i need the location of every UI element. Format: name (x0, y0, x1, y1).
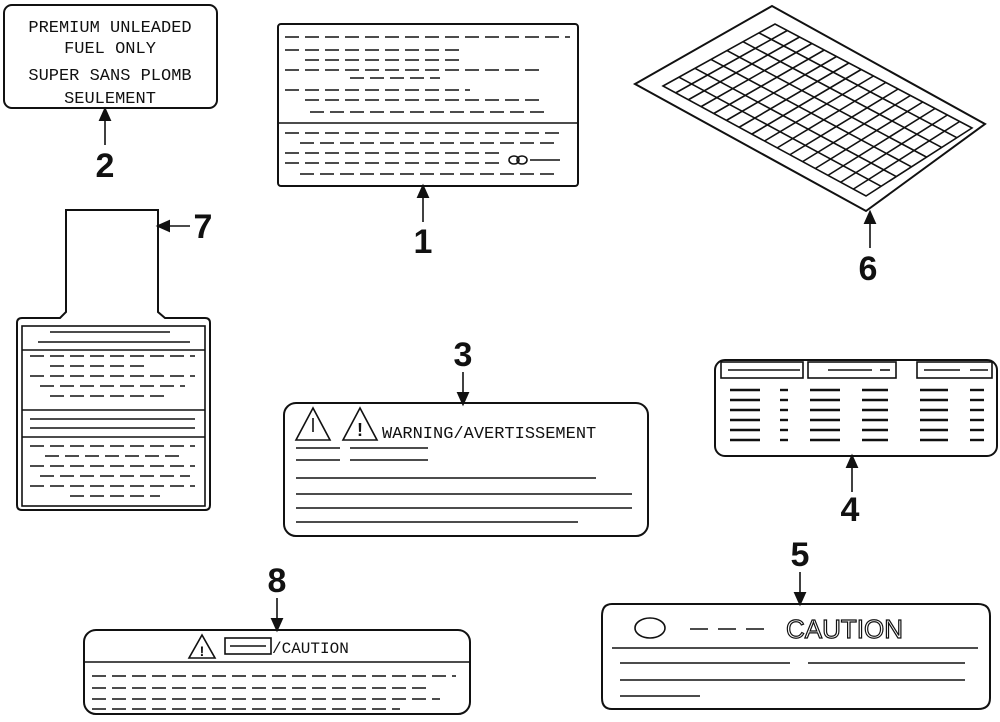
table-grid-line (710, 58, 912, 168)
fuel-label-line4: SEULEMENT (64, 90, 156, 109)
callout-1: 1 (414, 223, 433, 261)
warning-triangle-icon (341, 406, 379, 441)
fuel-label-line1: PREMIUM UNLEADED (28, 19, 191, 38)
callout-4: 4 (841, 491, 860, 529)
callout-3: 3 (454, 336, 473, 374)
table-grid-line (700, 42, 813, 108)
label-7-tall (16, 209, 211, 511)
callout-6: 6 (859, 250, 878, 288)
table-grid-line (726, 49, 927, 158)
table-grid-line (840, 114, 948, 183)
label-2-fuel: PREMIUM UNLEADED FUEL ONLY SUPER SANS PL… (3, 4, 218, 109)
table-grid-line (789, 88, 899, 156)
fuel-label-line3: SUPER SANS PLOMB (28, 67, 191, 86)
warning-triangle-icon (294, 406, 332, 441)
svg-text:!: ! (357, 420, 363, 440)
table-grid-line (852, 120, 961, 190)
table-grid-line (814, 101, 924, 170)
table-grid-line (687, 36, 801, 101)
table-grid-line (802, 94, 911, 163)
caution-small-title: /CAUTION (272, 640, 349, 658)
table-grid-line (776, 81, 887, 149)
table-grid-line (738, 62, 850, 128)
callout-2: 2 (96, 147, 115, 185)
label-4-table (714, 359, 998, 457)
callout-8: 8 (268, 562, 287, 600)
table-grid-line (758, 32, 958, 139)
table-grid-line (678, 76, 882, 187)
circle-icon (634, 617, 666, 639)
callout-5: 5 (791, 536, 810, 574)
table-grid-line (726, 55, 837, 122)
table-grid-line (764, 75, 874, 142)
fuel-label-line2: FUEL ONLY (64, 40, 156, 59)
callout-7: 7 (194, 208, 213, 246)
label-6-table (632, 4, 987, 213)
label-5-caution: CAUTION (601, 603, 991, 710)
label-8-caution: ! /CAUTION (83, 629, 471, 715)
table-grid-line (713, 49, 825, 115)
table-grid-line (742, 41, 943, 149)
table-grid-line (675, 29, 788, 94)
table-grid-line (827, 107, 936, 177)
caution-large-title: CAUTION (786, 614, 903, 644)
label-3-warning: ! WARNING/AVERTISSEMENT (283, 402, 649, 537)
warning-triangle-icon (187, 633, 217, 659)
label-1-info (277, 23, 579, 187)
table-grid-line (694, 67, 897, 178)
table-grid-line (751, 68, 862, 135)
svg-text:!: ! (200, 643, 205, 659)
warning-title: WARNING/AVERTISSEMENT (382, 425, 596, 444)
